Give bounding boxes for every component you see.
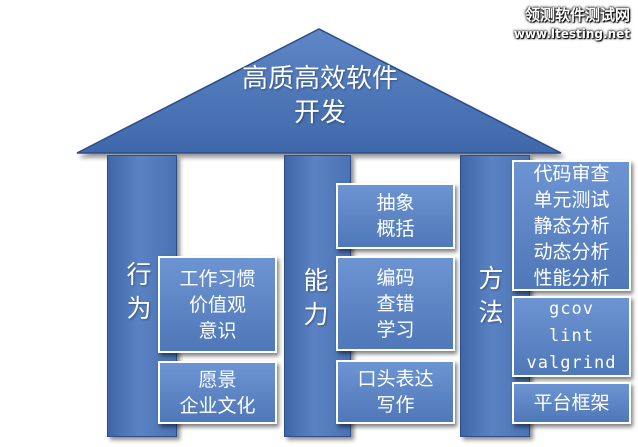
watermark-url: www.ltesting.net bbox=[513, 27, 630, 41]
box-work-habits: 工作习惯 价值观 意识 bbox=[158, 256, 277, 353]
pillar-ability-label: 能力 bbox=[303, 266, 329, 329]
box-analysis-methods-text: 代码审查 单元测试 静态分析 动态分析 性能分析 bbox=[533, 162, 610, 289]
pillar-behavior-label: 行为 bbox=[126, 260, 152, 323]
box-vision-culture-text: 愿景 企业文化 bbox=[179, 368, 256, 417]
watermark: 领测软件测试网 www.ltesting.net bbox=[514, 4, 630, 41]
box-coding-debugging-text: 编码 查错 学习 bbox=[376, 266, 415, 341]
box-communication-text: 口头表达 写作 bbox=[357, 368, 434, 416]
watermark-site-name: 领测软件测试网 bbox=[524, 6, 630, 24]
box-platform-framework: 平台框架 bbox=[512, 382, 631, 424]
box-coding-debugging: 编码 查错 学习 bbox=[336, 256, 455, 351]
roof-shape bbox=[76, 28, 562, 154]
box-vision-culture: 愿景 企业文化 bbox=[158, 361, 277, 424]
box-work-habits-text: 工作习惯 价值观 意识 bbox=[179, 267, 256, 342]
pillar-method-label: 方法 bbox=[478, 264, 504, 327]
roof-title: 高质高效软件 开发 bbox=[241, 64, 398, 128]
box-tools-text: gcov lint valgrind bbox=[526, 299, 617, 373]
box-platform-framework-text: 平台框架 bbox=[533, 392, 610, 414]
box-tools: gcov lint valgrind bbox=[512, 296, 631, 377]
box-abstraction-text: 抽象 概括 bbox=[376, 192, 415, 240]
box-analysis-methods: 代码审查 单元测试 静态分析 动态分析 性能分析 bbox=[512, 160, 631, 291]
box-abstraction: 抽象 概括 bbox=[336, 183, 455, 249]
box-communication: 口头表达 写作 bbox=[336, 360, 455, 424]
